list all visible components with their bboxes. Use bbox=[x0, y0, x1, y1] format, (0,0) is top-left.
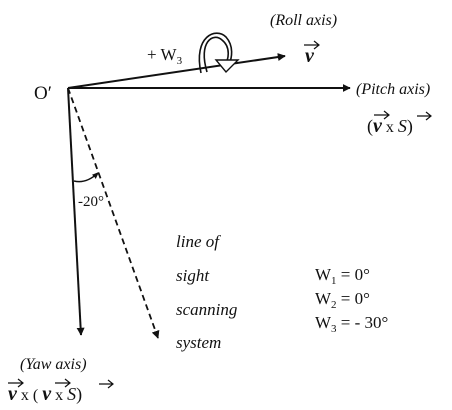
svg-text:v: v bbox=[305, 45, 315, 67]
pitch-expression: (v x S) bbox=[367, 110, 432, 137]
yaw-axis-line bbox=[67, 87, 85, 336]
roll-rotation-label: + W3 bbox=[147, 45, 183, 67]
rotation-icon bbox=[198, 32, 240, 74]
parameter-w1: W1 = 0° bbox=[315, 265, 370, 287]
svg-text:system: system bbox=[176, 333, 221, 352]
parameter-w3: W3 = - 30° bbox=[315, 313, 388, 335]
svg-text:line of: line of bbox=[176, 232, 221, 251]
roll-axis-line bbox=[67, 53, 286, 89]
origin-label: O′ bbox=[34, 83, 52, 104]
svg-text:+ W3: + W3 bbox=[147, 45, 183, 67]
roll-axis-label: (Roll axis) bbox=[270, 12, 337, 29]
vector-arrow-icon bbox=[417, 111, 432, 121]
vector-arrow-icon bbox=[55, 378, 71, 388]
svg-text:(v x S): (v x S) bbox=[367, 115, 413, 137]
angle-label: -20° bbox=[78, 194, 104, 210]
svg-text:v x ( v x S): v x ( v x S) bbox=[8, 383, 82, 405]
yaw-axis-label: (Yaw axis) bbox=[20, 356, 87, 373]
vector-arrow-icon bbox=[304, 40, 320, 50]
vector-arrow-icon bbox=[99, 379, 114, 389]
parameters-list: W1 = 0° W2 = 0° W3 = - 30° bbox=[315, 265, 388, 335]
svg-text:scanning: scanning bbox=[176, 300, 237, 319]
parameter-w2: W2 = 0° bbox=[315, 289, 370, 311]
angle-arc bbox=[73, 172, 100, 183]
vector-arrow-icon bbox=[374, 110, 390, 120]
line-of-sight-label: line of sight scanning system bbox=[176, 232, 237, 352]
yaw-expression: v x ( v x S) bbox=[8, 378, 114, 405]
roll-vector-symbol: v bbox=[304, 40, 320, 67]
vector-arrow-icon bbox=[8, 378, 24, 388]
pitch-axis-label: (Pitch axis) bbox=[356, 81, 430, 98]
line-of-sight-line bbox=[67, 87, 160, 339]
svg-text:sight: sight bbox=[176, 266, 210, 285]
